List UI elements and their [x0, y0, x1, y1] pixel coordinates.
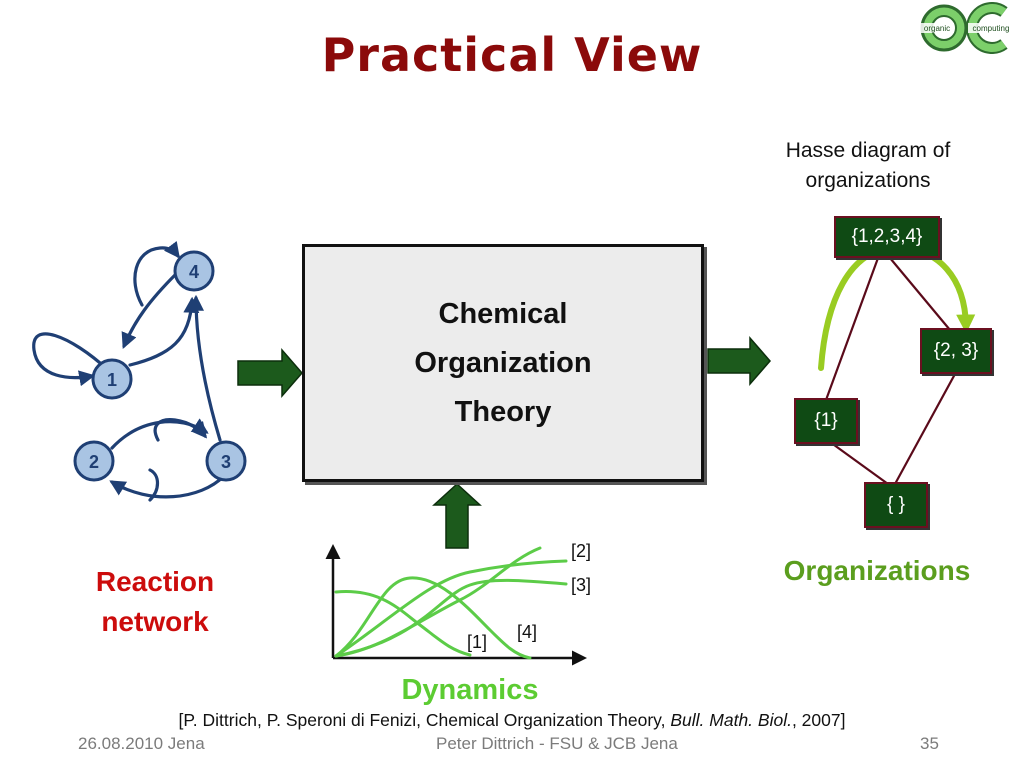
- hasse-edge-23-to-empty: [894, 373, 956, 485]
- reaction-label-line-1: Reaction: [95, 566, 215, 597]
- edge-3-to-4: [188, 294, 222, 442]
- curve-2: [334, 559, 568, 658]
- arrow-up-bottom-icon: [432, 482, 482, 549]
- hasse-edge-top-to-23: [889, 257, 951, 331]
- reaction-network-label: Reaction network: [60, 562, 250, 642]
- logo-word-right: computing: [973, 24, 1010, 33]
- curve-label-3: [3]: [571, 575, 592, 595]
- curve-label-2: [2]: [571, 541, 592, 561]
- edge-1-to-4: [128, 296, 200, 367]
- org-node-empty: { }: [864, 482, 928, 528]
- citation-after: , 2007]: [791, 710, 846, 730]
- edge-3-to-2-lower: [109, 474, 226, 499]
- hasse-caption-line-2: organizations: [805, 169, 931, 192]
- slide-title: Practical View: [321, 28, 703, 82]
- curve-rise: [334, 546, 542, 658]
- org-node-full: {1,2,3,4}: [834, 216, 940, 258]
- reaction-label-line-2: network: [101, 606, 209, 637]
- curve-label-4: [4]: [517, 622, 538, 642]
- theory-box: [302, 244, 704, 482]
- curve-1: [334, 590, 472, 657]
- arrow-right-left-icon: [237, 347, 303, 399]
- edge-4-loop: [133, 240, 180, 307]
- theory-line-1: Chemical: [438, 298, 568, 330]
- edge-inner-loop: [153, 418, 208, 442]
- reaction-nodes: 4 1 2 3: [73, 250, 247, 482]
- hasse-edge-1-to-empty: [829, 441, 889, 485]
- hasse-caption: Hasse diagram of organizations: [748, 136, 988, 196]
- curve-label-1: [1]: [467, 632, 488, 652]
- edge-1-self-loop: [32, 332, 110, 387]
- curve-4: [334, 576, 532, 660]
- dynamics-label: Dynamics: [401, 674, 539, 706]
- node-3-label: 3: [221, 452, 231, 472]
- citation: [P. Dittrich, P. Speroni di Fenizi, Chem…: [0, 710, 1024, 731]
- edge-lower-loop: [148, 468, 160, 502]
- citation-journal: Bull. Math. Biol.: [670, 710, 792, 730]
- reaction-network-graph: 4 1 2 3: [32, 240, 247, 502]
- arrow-right-right-icon: [707, 335, 771, 387]
- node-1-label: 1: [107, 370, 117, 390]
- theory-line-2: Organization: [414, 347, 592, 379]
- org-node-1: {1}: [794, 398, 858, 444]
- footer-page-number: 35: [920, 734, 939, 753]
- organizations-label: Organizations: [783, 555, 971, 586]
- hasse-caption-line-1: Hasse diagram of: [785, 139, 951, 162]
- org-node-23: {2, 3}: [920, 328, 992, 374]
- node-2-label: 2: [89, 452, 99, 472]
- hasse-edge-top-to-1: [824, 257, 880, 401]
- node-4-label: 4: [189, 262, 199, 282]
- curve-3: [334, 578, 568, 658]
- footer-author: Peter Dittrich - FSU & JCB Jena: [436, 734, 678, 753]
- oc-logo: organic computing: [920, 2, 1014, 54]
- theory-box-text: Chemical Organization Theory: [302, 290, 704, 437]
- edge-4-to-1: [121, 272, 178, 349]
- reaction-edges: [32, 240, 226, 502]
- theory-line-3: Theory: [454, 396, 552, 428]
- logo-word-left: organic: [924, 24, 950, 33]
- citation-before: [P. Dittrich, P. Speroni di Fenizi, Chem…: [178, 710, 671, 730]
- footer-date: 26.08.2010 Jena: [78, 734, 205, 753]
